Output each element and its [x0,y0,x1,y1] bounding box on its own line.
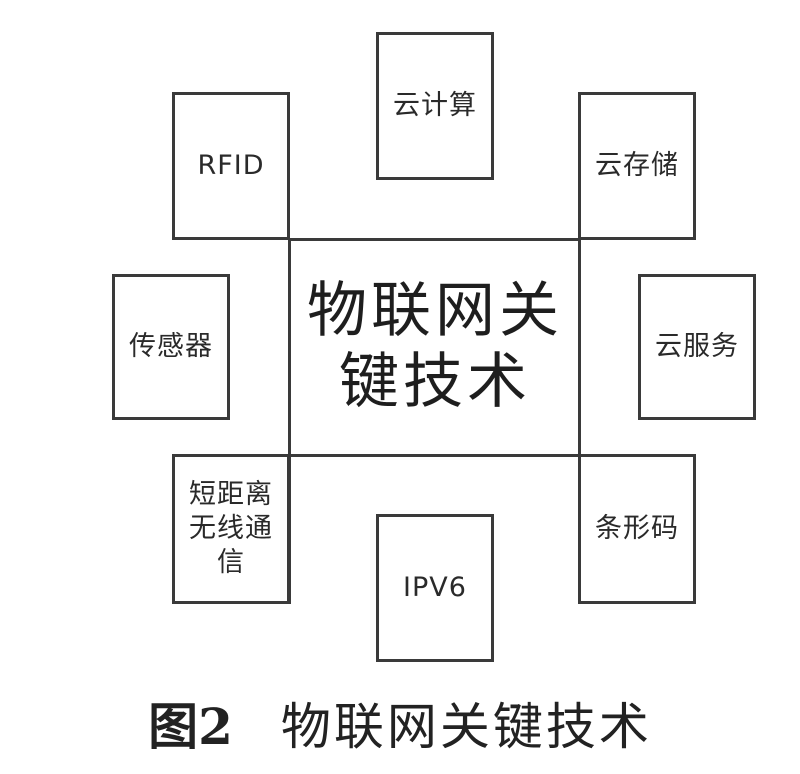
center-label: 物联网关 键技术 [290,240,580,454]
node-sensor-label: 传感器 [129,331,213,363]
frame-top-line [288,238,580,241]
node-ipv6-label: IPV6 [403,572,467,604]
node-sensor: 传感器 [112,274,230,420]
node-rfid: RFID [172,92,290,240]
center-label-text: 物联网关 键技术 [307,276,563,417]
node-short-range-wireless: 短距离 无线通 信 [172,454,290,604]
node-cloud-service: 云服务 [638,274,756,420]
figure-caption: 图2 物联网关键技术 [0,688,800,758]
node-short-range-wireless-label: 短距离 无线通 信 [189,479,273,578]
node-cloud-storage-label: 云存储 [595,150,679,182]
node-barcode-label: 条形码 [595,513,679,545]
frame-left-line [288,238,291,604]
figure-number: 图2 [148,697,233,756]
figure-title: 物联网关键技术 [280,698,652,756]
node-cloud-storage: 云存储 [578,92,696,240]
node-cloud-computing-label: 云计算 [393,90,477,122]
node-cloud-service-label: 云服务 [655,331,739,363]
node-cloud-computing: 云计算 [376,32,494,180]
frame-bottom-line [172,454,696,457]
node-rfid-label: RFID [197,150,265,182]
node-ipv6: IPV6 [376,514,494,662]
frame-right-line [578,92,581,604]
node-barcode: 条形码 [578,454,696,604]
